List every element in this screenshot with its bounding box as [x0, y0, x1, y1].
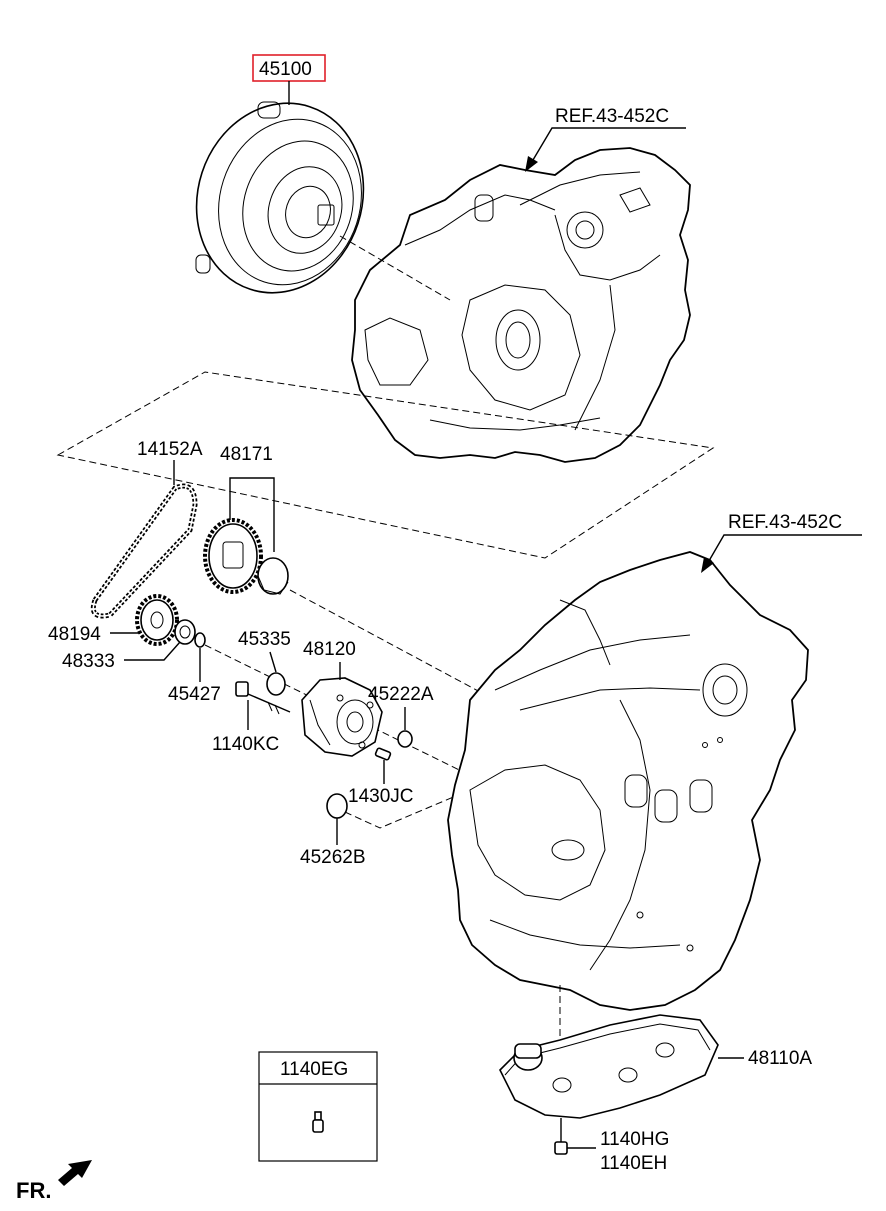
part-label-45222A[interactable]: 45222A — [368, 684, 434, 705]
part-label-1140HG[interactable]: 1140HG — [600, 1129, 669, 1150]
part-label-45100[interactable]: 45100 — [259, 59, 312, 80]
part-label-48194[interactable]: 48194 — [48, 624, 101, 645]
part-label-1430JC[interactable]: 1430JC — [348, 786, 414, 807]
upper-transmission-case — [351, 147, 691, 463]
dowel-pin[interactable] — [374, 747, 392, 761]
legend-box-label[interactable]: 1140EG — [280, 1059, 348, 1080]
arrow-ref-upper — [525, 156, 538, 172]
part-label-14152A[interactable]: 14152A — [137, 439, 203, 460]
pump-bolt[interactable] — [235, 681, 291, 715]
part-label-48171[interactable]: 48171 — [220, 444, 273, 465]
part-label-45427[interactable]: 45427 — [168, 684, 221, 705]
leader-48171 — [229, 477, 275, 552]
leader-ref-lower — [705, 534, 862, 567]
reference-label-lower[interactable]: REF.43-452C — [728, 512, 842, 533]
bearing[interactable] — [174, 619, 196, 645]
assembly-plane-outline — [56, 371, 715, 559]
leader-ref-upper — [529, 127, 686, 166]
direction-label: FR. — [16, 1178, 51, 1203]
snap-ring[interactable] — [266, 672, 286, 696]
front-arrow-icon — [58, 1160, 92, 1186]
seal-axis-line — [344, 789, 471, 829]
lower-transmission-case — [447, 551, 809, 1050]
filter-bolt[interactable] — [554, 1118, 568, 1155]
drive-sprocket[interactable] — [203, 518, 289, 595]
reference-label-upper[interactable]: REF.43-452C — [555, 106, 669, 127]
part-label-45335[interactable]: 45335 — [238, 629, 291, 650]
part-label-48333[interactable]: 48333 — [62, 651, 115, 672]
torque-converter[interactable] — [172, 81, 387, 314]
part-label-48120[interactable]: 48120 — [303, 639, 356, 660]
oil-pump[interactable] — [301, 677, 383, 757]
arrow-ref-lower — [701, 557, 714, 573]
oil-filter[interactable] — [499, 1014, 719, 1119]
legend-box — [258, 1051, 378, 1162]
driven-sprocket[interactable] — [135, 594, 179, 646]
drive-chain[interactable] — [90, 483, 198, 619]
part-label-1140KC[interactable]: 1140KC — [212, 734, 279, 755]
leader-48333 — [124, 641, 181, 661]
small-o-ring[interactable] — [194, 632, 206, 648]
part-label-48110A[interactable]: 48110A — [748, 1048, 812, 1069]
leader-45335 — [269, 651, 277, 673]
seal-ring-b[interactable] — [326, 793, 348, 819]
part-label-45262B[interactable]: 45262B — [300, 847, 366, 868]
seal-ring-a[interactable] — [397, 730, 413, 748]
part-label-1140EH[interactable]: 1140EH — [600, 1153, 667, 1174]
sprocket-axis-line — [289, 589, 496, 701]
